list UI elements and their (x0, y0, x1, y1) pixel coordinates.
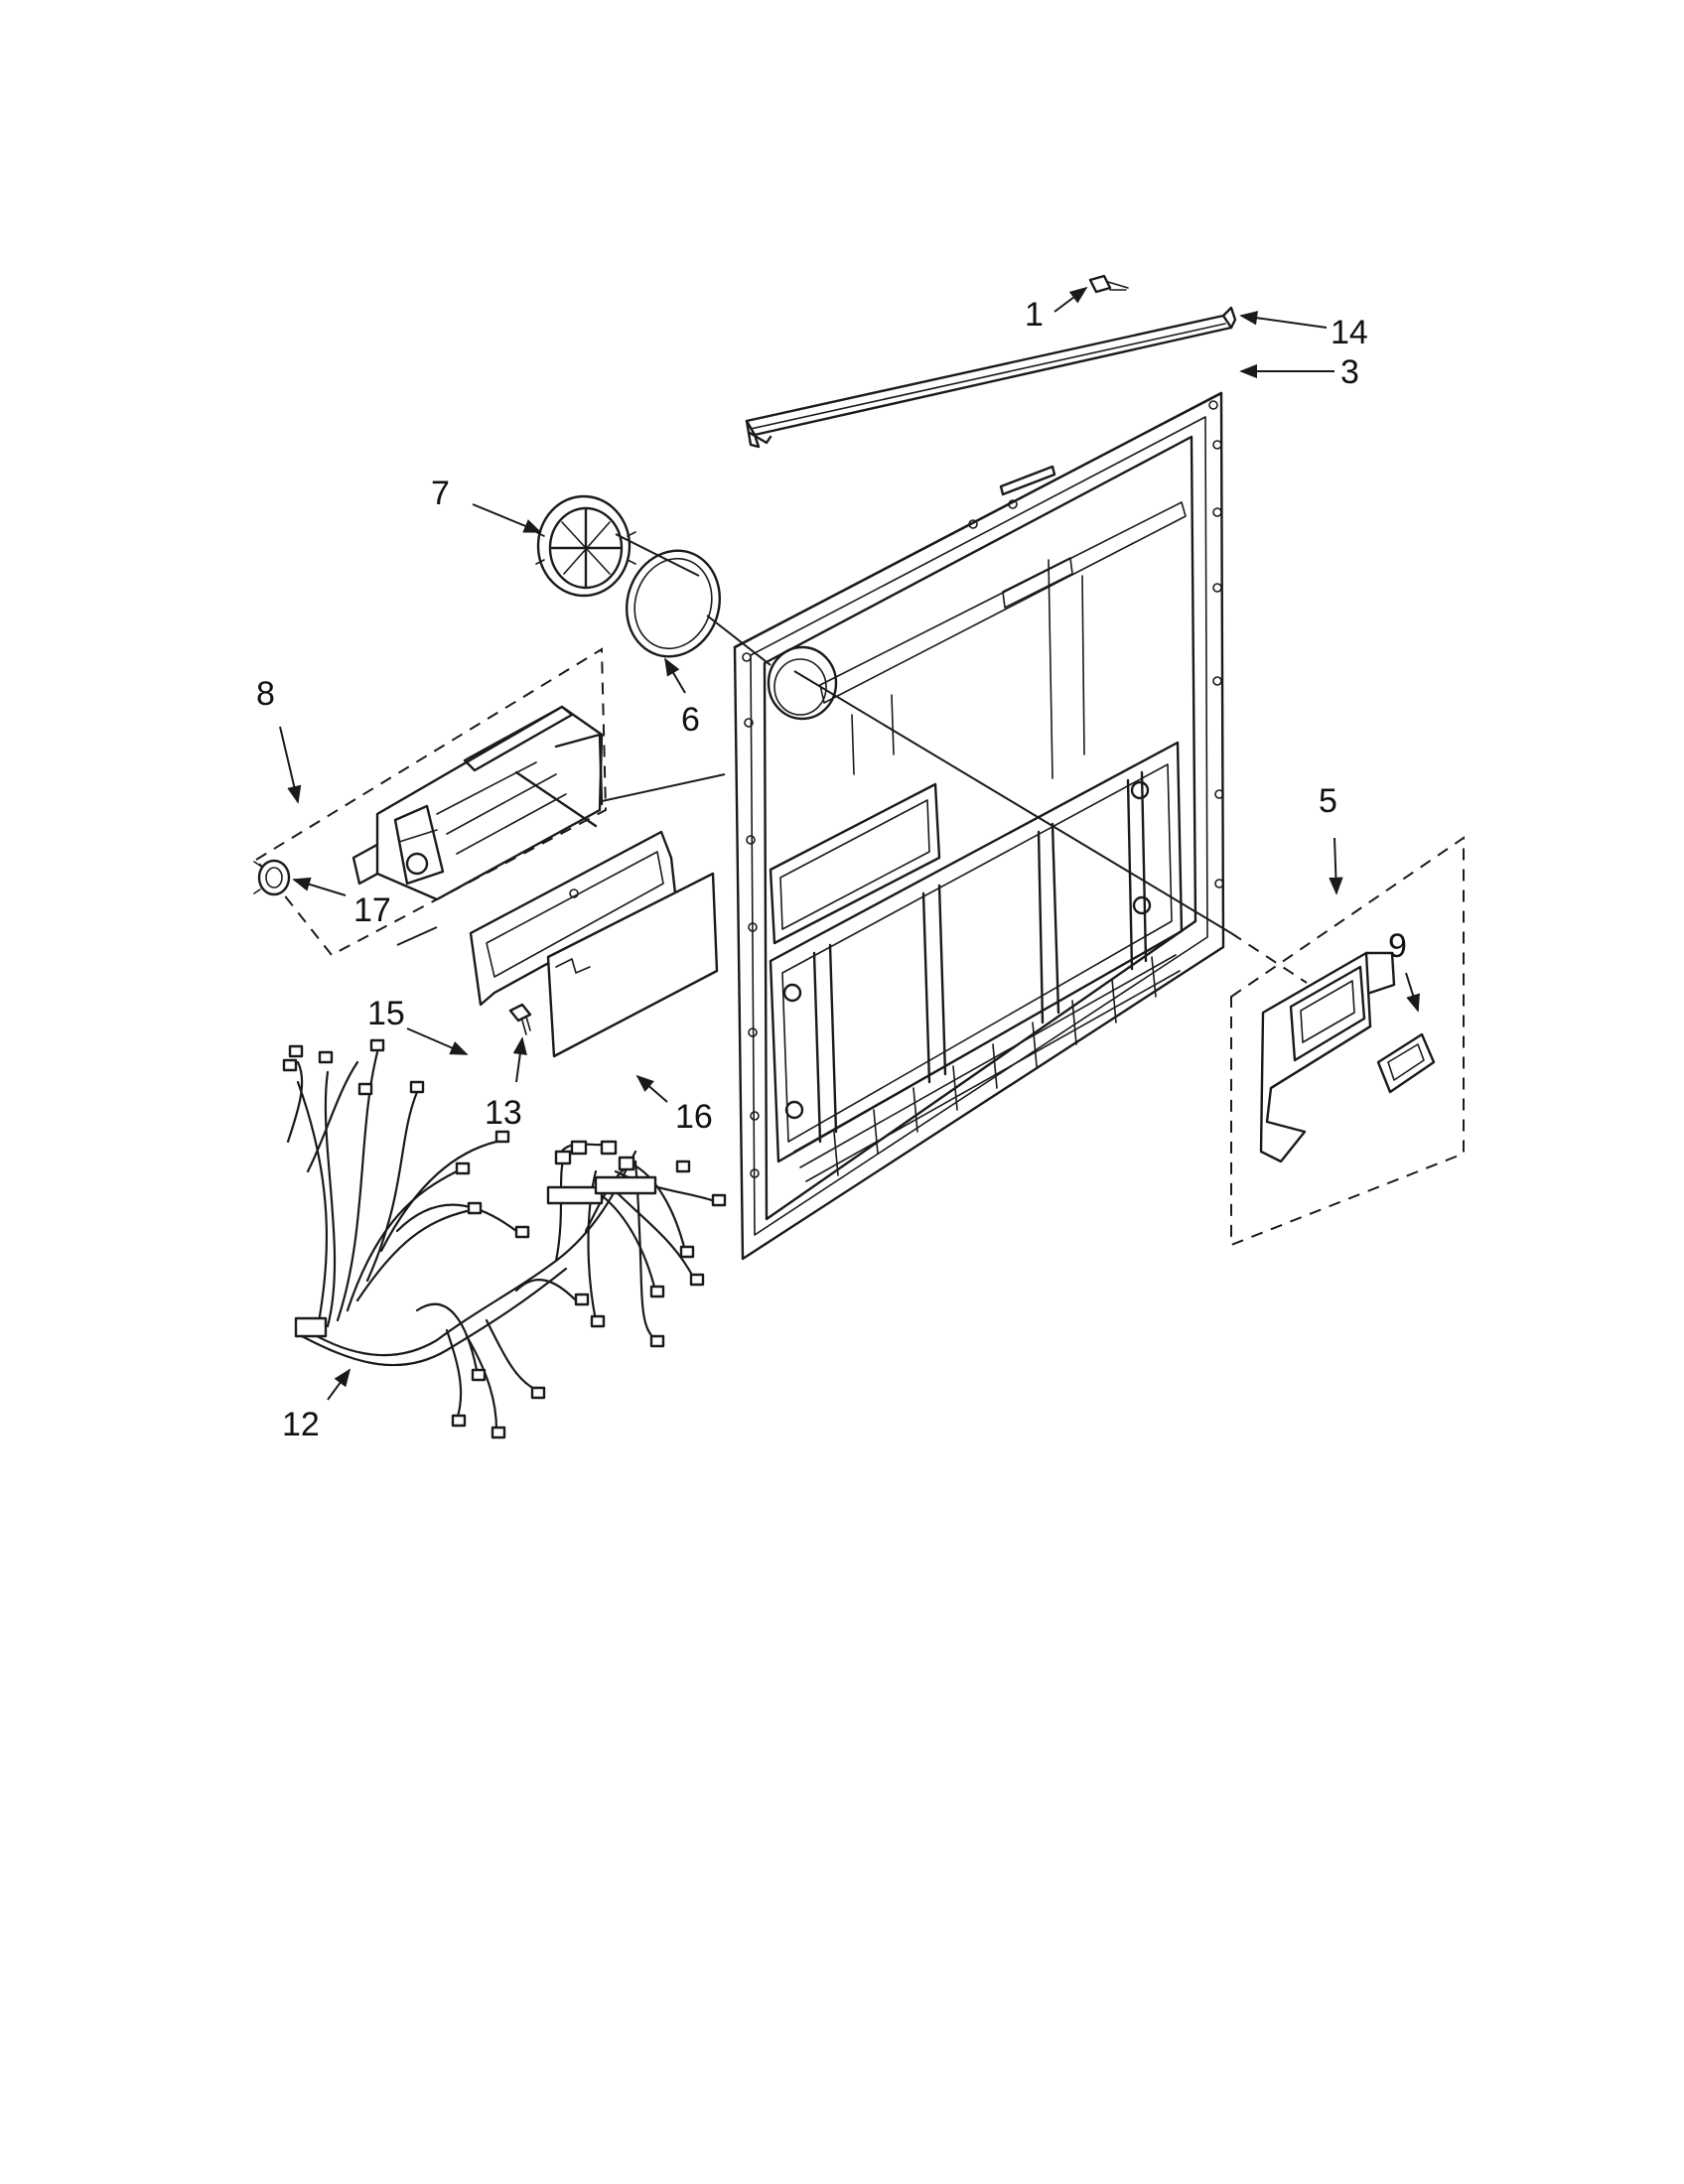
callout-5: 5 (1319, 782, 1337, 820)
control-board-part-16 (546, 872, 719, 1058)
trim-strip-part-14 (745, 306, 1237, 449)
callout-15: 15 (367, 995, 405, 1032)
leader-arrows (279, 286, 1420, 1401)
callout-14: 14 (1331, 314, 1368, 351)
connector-block (294, 1316, 328, 1338)
screw-part-1 (1088, 274, 1129, 294)
screw-part-13 (508, 1003, 532, 1035)
callout-7: 7 (431, 475, 450, 512)
knob-part-17 (253, 859, 291, 896)
callout-3: 3 (1340, 353, 1359, 391)
callout-1: 1 (1025, 296, 1044, 334)
gasket-part-9 (1376, 1032, 1436, 1094)
wire-harness-part-12 (282, 1038, 727, 1439)
vent-assembly-part-5 (1230, 836, 1465, 1247)
callout-8: 8 (256, 675, 275, 713)
vent-grille-part-7 (535, 494, 636, 598)
dispenser-part-8 (254, 647, 608, 957)
callout-16: 16 (675, 1098, 713, 1136)
callout-17: 17 (353, 891, 391, 929)
callout-6: 6 (681, 701, 700, 739)
callout-labels: 1 14 3 7 6 8 17 15 13 16 5 9 12 (256, 296, 1407, 1443)
callout-9: 9 (1388, 927, 1407, 965)
inner-door-panel-part-3 (733, 391, 1225, 1261)
callout-12: 12 (282, 1406, 320, 1443)
gasket-ring-part-6 (625, 549, 722, 658)
callout-13: 13 (485, 1094, 522, 1132)
